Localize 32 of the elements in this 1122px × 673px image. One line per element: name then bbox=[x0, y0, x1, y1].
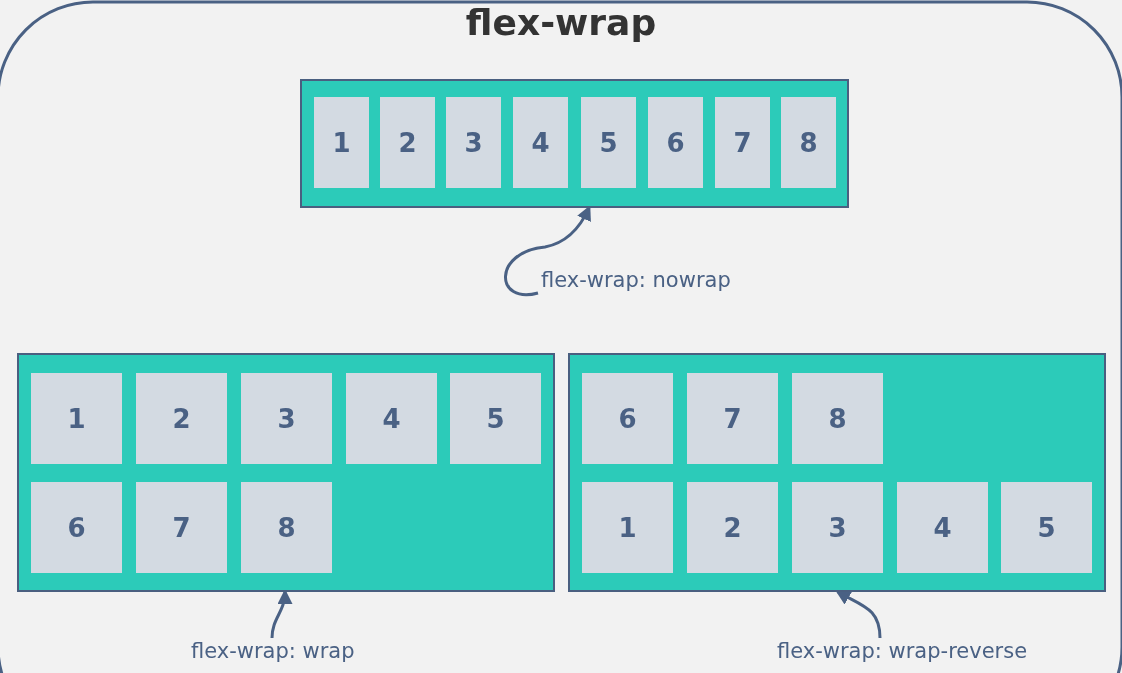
flex-item: 3 bbox=[792, 482, 883, 573]
flex-item: 3 bbox=[446, 97, 501, 188]
caption-text: flex-wrap: wrap-reverse bbox=[777, 638, 1033, 666]
flex-item: 5 bbox=[1001, 482, 1092, 573]
flex-item: 8 bbox=[792, 373, 883, 464]
title: flex-wrap bbox=[464, 2, 658, 43]
flex-item: 8 bbox=[241, 482, 332, 573]
flex-item: 6 bbox=[31, 482, 122, 573]
flex-item: 4 bbox=[897, 482, 988, 573]
flex-item: 6 bbox=[582, 373, 673, 464]
flex-item: 4 bbox=[513, 97, 568, 188]
flex-item: 7 bbox=[136, 482, 227, 573]
flex-container bbox=[568, 353, 1106, 592]
curved-arrow bbox=[835, 590, 882, 639]
flex-item: 6 bbox=[648, 97, 703, 188]
flex-item: 2 bbox=[687, 482, 778, 573]
flex-container bbox=[300, 79, 849, 208]
flex-item: 8 bbox=[781, 97, 836, 188]
flex-item: 3 bbox=[241, 373, 332, 464]
flex-item: 2 bbox=[136, 373, 227, 464]
flex-item: 1 bbox=[582, 482, 673, 573]
flex-item: 2 bbox=[380, 97, 435, 188]
flex-item: 1 bbox=[31, 373, 122, 464]
caption-text: flex-wrap: wrap bbox=[191, 638, 361, 666]
flex-item: 4 bbox=[346, 373, 437, 464]
flex-item: 7 bbox=[687, 373, 778, 464]
flex-item: 7 bbox=[715, 97, 770, 188]
caption-text: flex-wrap: nowrap bbox=[541, 267, 741, 295]
flex-item: 5 bbox=[581, 97, 636, 188]
flex-item: 1 bbox=[314, 97, 369, 188]
flex-item: 5 bbox=[450, 373, 541, 464]
flex-container bbox=[17, 353, 555, 592]
